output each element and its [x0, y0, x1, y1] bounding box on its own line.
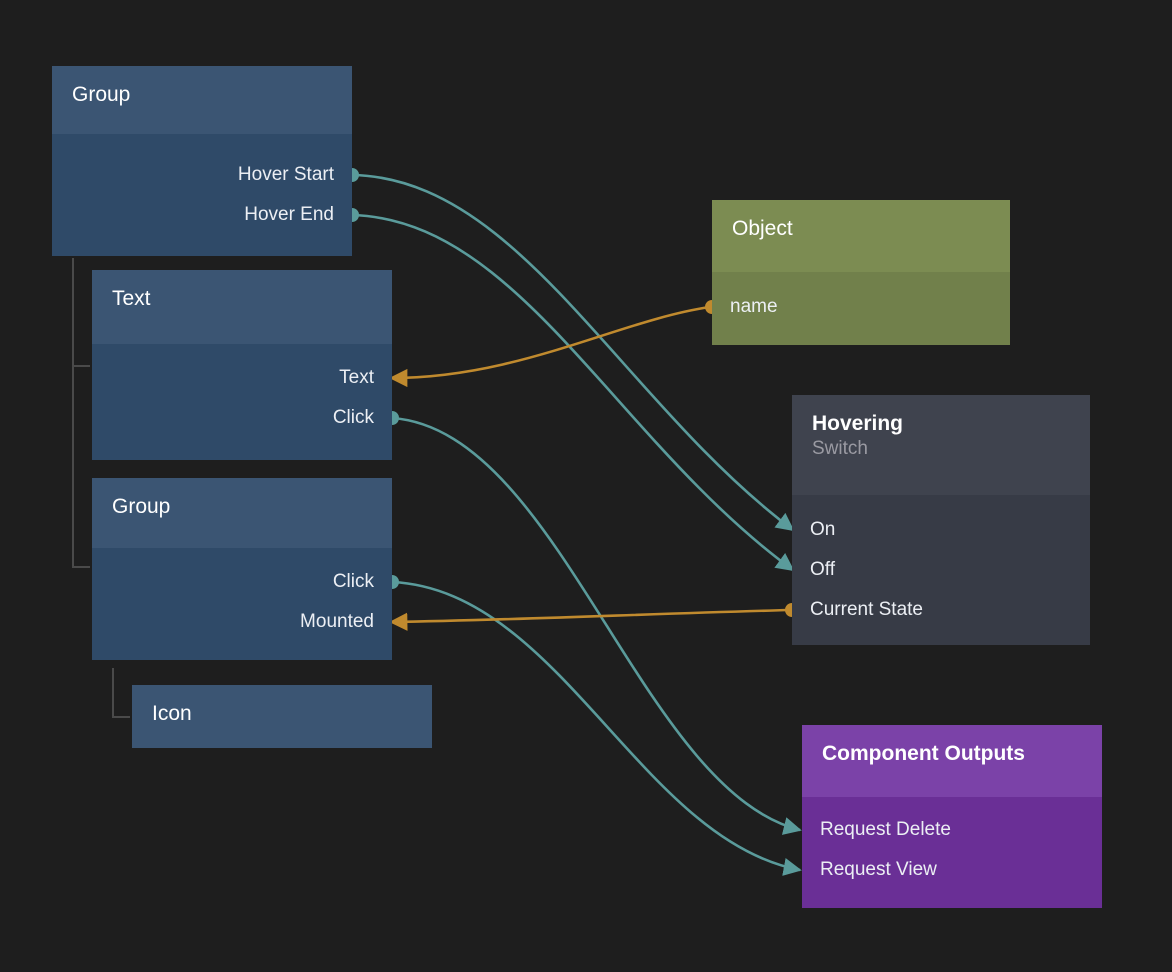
port-label-object-name[interactable]: name — [730, 296, 778, 317]
edge-object-name-to-text-input[interactable] — [389, 305, 711, 388]
text-node-title: Text — [112, 287, 151, 310]
port-label-text-in[interactable]: Text — [339, 367, 374, 388]
port-label-request-delete[interactable]: Request Delete — [820, 819, 951, 840]
tree-guide-group-child-tick-0 — [112, 716, 130, 718]
port-label-group-mounted[interactable]: Mounted — [300, 611, 374, 632]
port-label-switch-off[interactable]: Off — [810, 559, 835, 580]
text-node-header[interactable]: Text — [92, 270, 392, 344]
group-child-node-header[interactable]: Group — [92, 478, 392, 548]
icon-node-header[interactable]: Icon — [132, 685, 432, 748]
group-child-node-title: Group — [112, 495, 171, 518]
hovering-switch-node-subtitle: Switch — [812, 438, 868, 459]
port-label-hover-start[interactable]: Hover Start — [237, 164, 334, 185]
port-label-switch-on[interactable]: On — [810, 519, 836, 540]
object-node[interactable]: Object name — [712, 200, 1010, 345]
edge-text-click-to-request-delete[interactable] — [391, 416, 802, 835]
tree-guide-root-children-vertical — [72, 258, 74, 568]
port-label-group-click[interactable]: Click — [332, 571, 374, 592]
tree-guide-root-children-tick-1 — [72, 566, 90, 568]
port-label-text-click[interactable]: Click — [332, 407, 374, 428]
tree-guide-group-child-vertical — [112, 668, 114, 718]
icon-node[interactable]: Icon — [132, 685, 432, 748]
edge-group-click-to-request-view[interactable] — [391, 580, 802, 876]
component-outputs-node-header[interactable]: Component Outputs — [802, 725, 1102, 797]
group-root-node-title: Group — [72, 83, 131, 106]
icon-node-title: Icon — [152, 702, 192, 725]
port-label-hover-end[interactable]: Hover End — [244, 204, 334, 225]
component-outputs-node-title: Component Outputs — [822, 742, 1025, 765]
object-node-body: name — [712, 272, 1010, 345]
object-node-header[interactable]: Object — [712, 200, 1010, 272]
edge-current-state-to-group-mounted[interactable] — [389, 608, 791, 631]
object-node-title: Object — [732, 217, 793, 240]
hovering-switch-node-title: Hovering — [812, 412, 904, 435]
tree-guide-root-children-tick-0 — [72, 365, 90, 367]
port-label-request-view[interactable]: Request View — [820, 859, 937, 880]
group-root-node-header[interactable]: Group — [52, 66, 352, 134]
port-label-switch-current-state[interactable]: Current State — [810, 599, 923, 620]
